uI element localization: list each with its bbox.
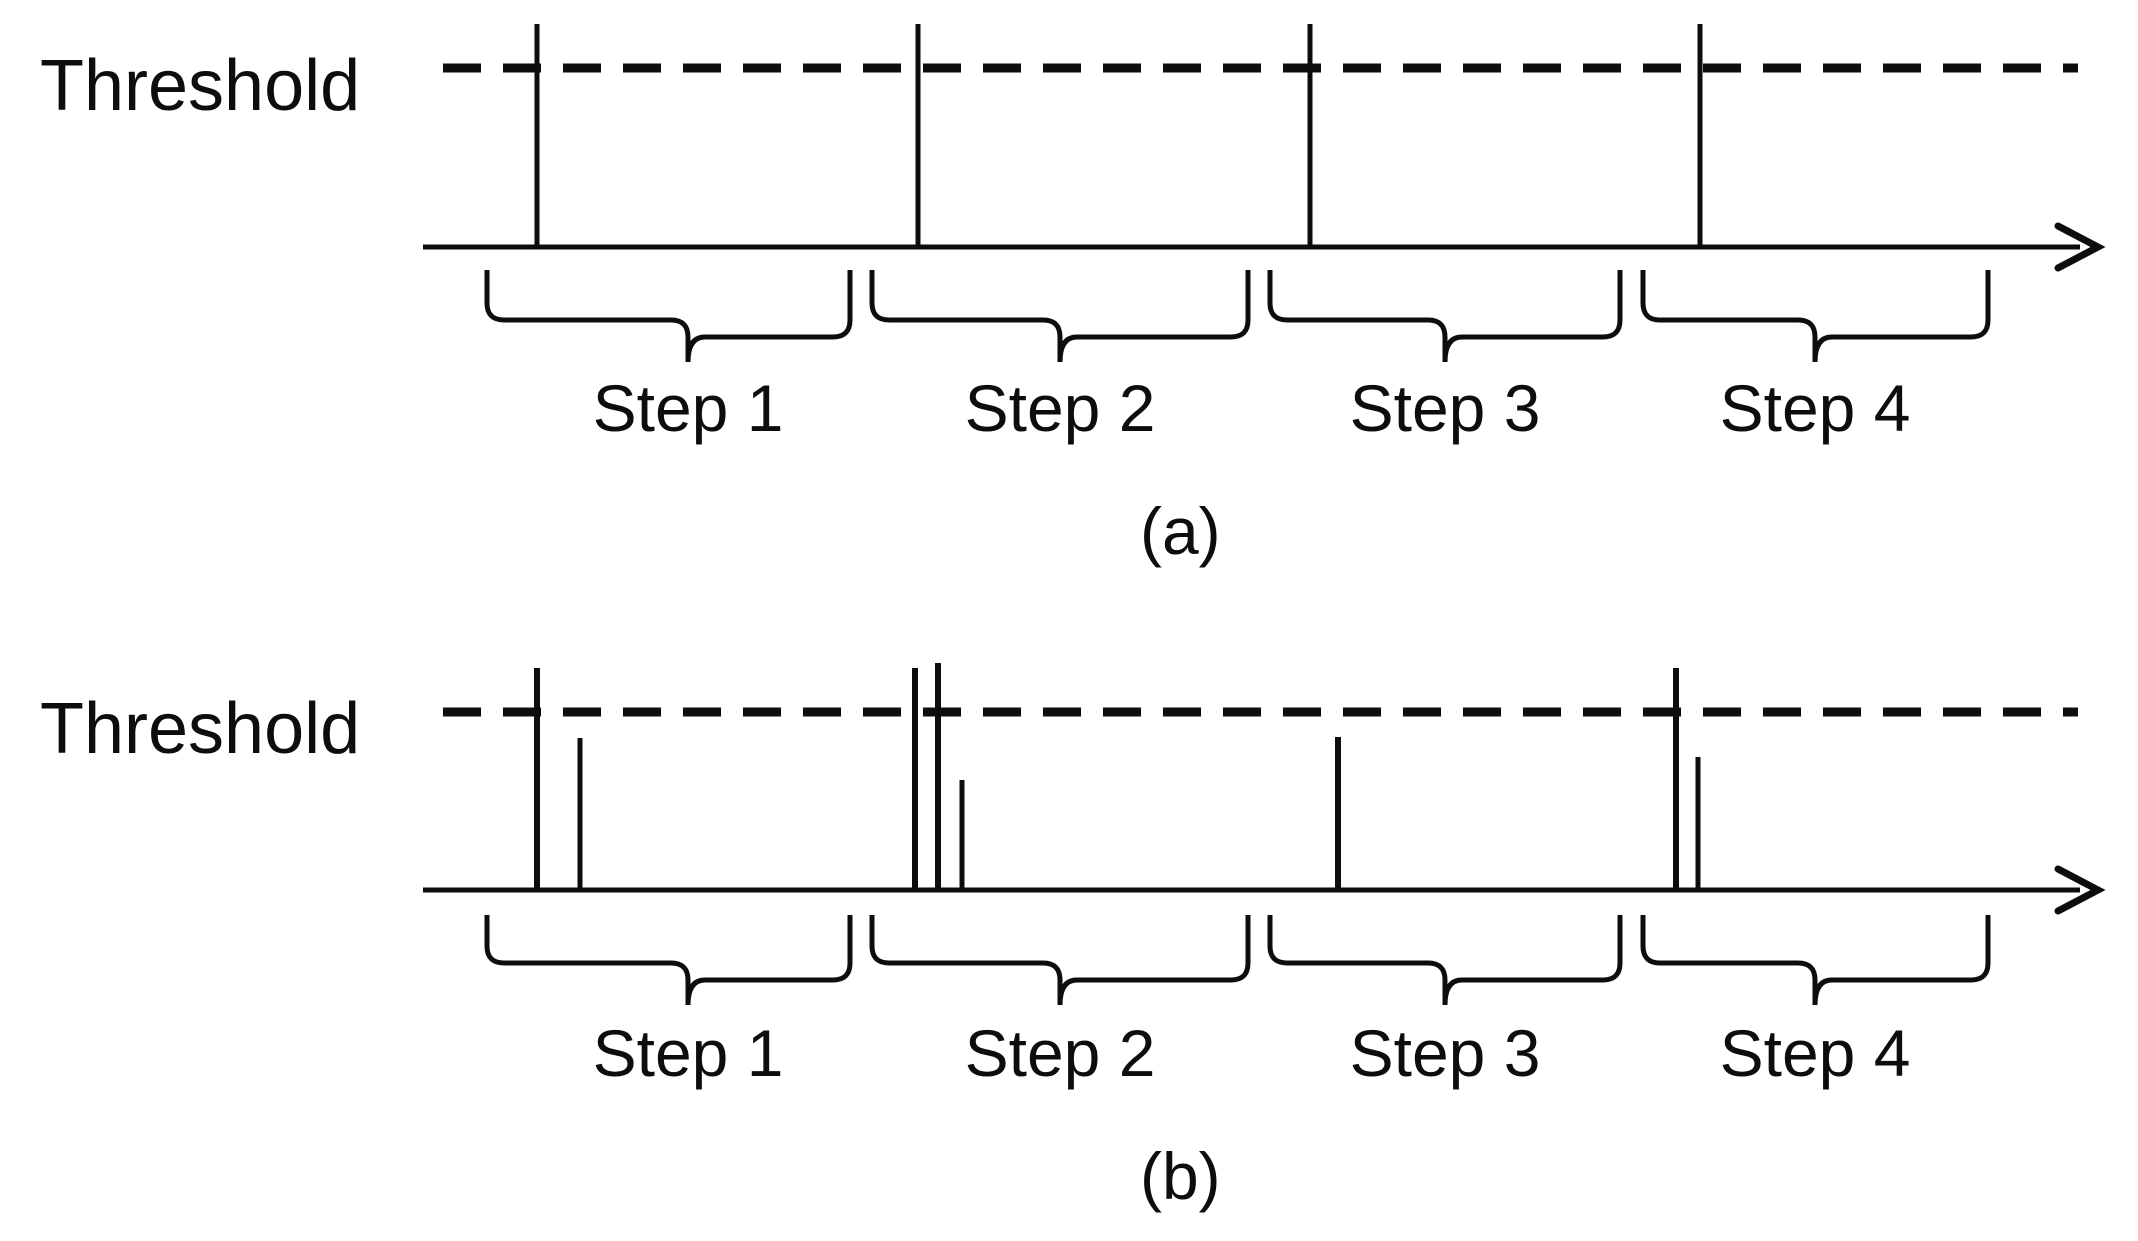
threshold-label-panel-b: Threshold xyxy=(40,689,361,769)
panel-label-a: (a) xyxy=(1140,494,1221,568)
step-brace-b-4 xyxy=(1640,915,1991,1006)
time-axis-arrowhead-a xyxy=(2054,222,2106,272)
panel-a-group xyxy=(423,24,2106,363)
panel-b-group xyxy=(423,663,2106,1006)
step-label-a-2: Step 2 xyxy=(964,371,1156,445)
panel-label-b: (b) xyxy=(1140,1139,1221,1213)
step-label-b-4: Step 4 xyxy=(1719,1016,1911,1090)
step-brace-a-1 xyxy=(484,270,853,363)
step-brace-b-3 xyxy=(1267,915,1623,1006)
time-axis-arrowhead-b xyxy=(2054,865,2106,915)
step-label-b-1: Step 1 xyxy=(592,1016,784,1090)
step-brace-a-4 xyxy=(1640,270,1991,363)
step-label-a-4: Step 4 xyxy=(1719,371,1911,445)
threshold-label-panel-a: Threshold xyxy=(40,46,361,126)
step-label-a-1: Step 1 xyxy=(592,371,784,445)
step-brace-a-3 xyxy=(1267,270,1623,363)
step-label-b-3: Step 3 xyxy=(1349,1016,1541,1090)
step-brace-b-2 xyxy=(869,915,1251,1006)
step-label-b-2: Step 2 xyxy=(964,1016,1156,1090)
step-brace-b-1 xyxy=(484,915,853,1006)
step-brace-a-2 xyxy=(869,270,1251,363)
step-label-a-3: Step 3 xyxy=(1349,371,1541,445)
